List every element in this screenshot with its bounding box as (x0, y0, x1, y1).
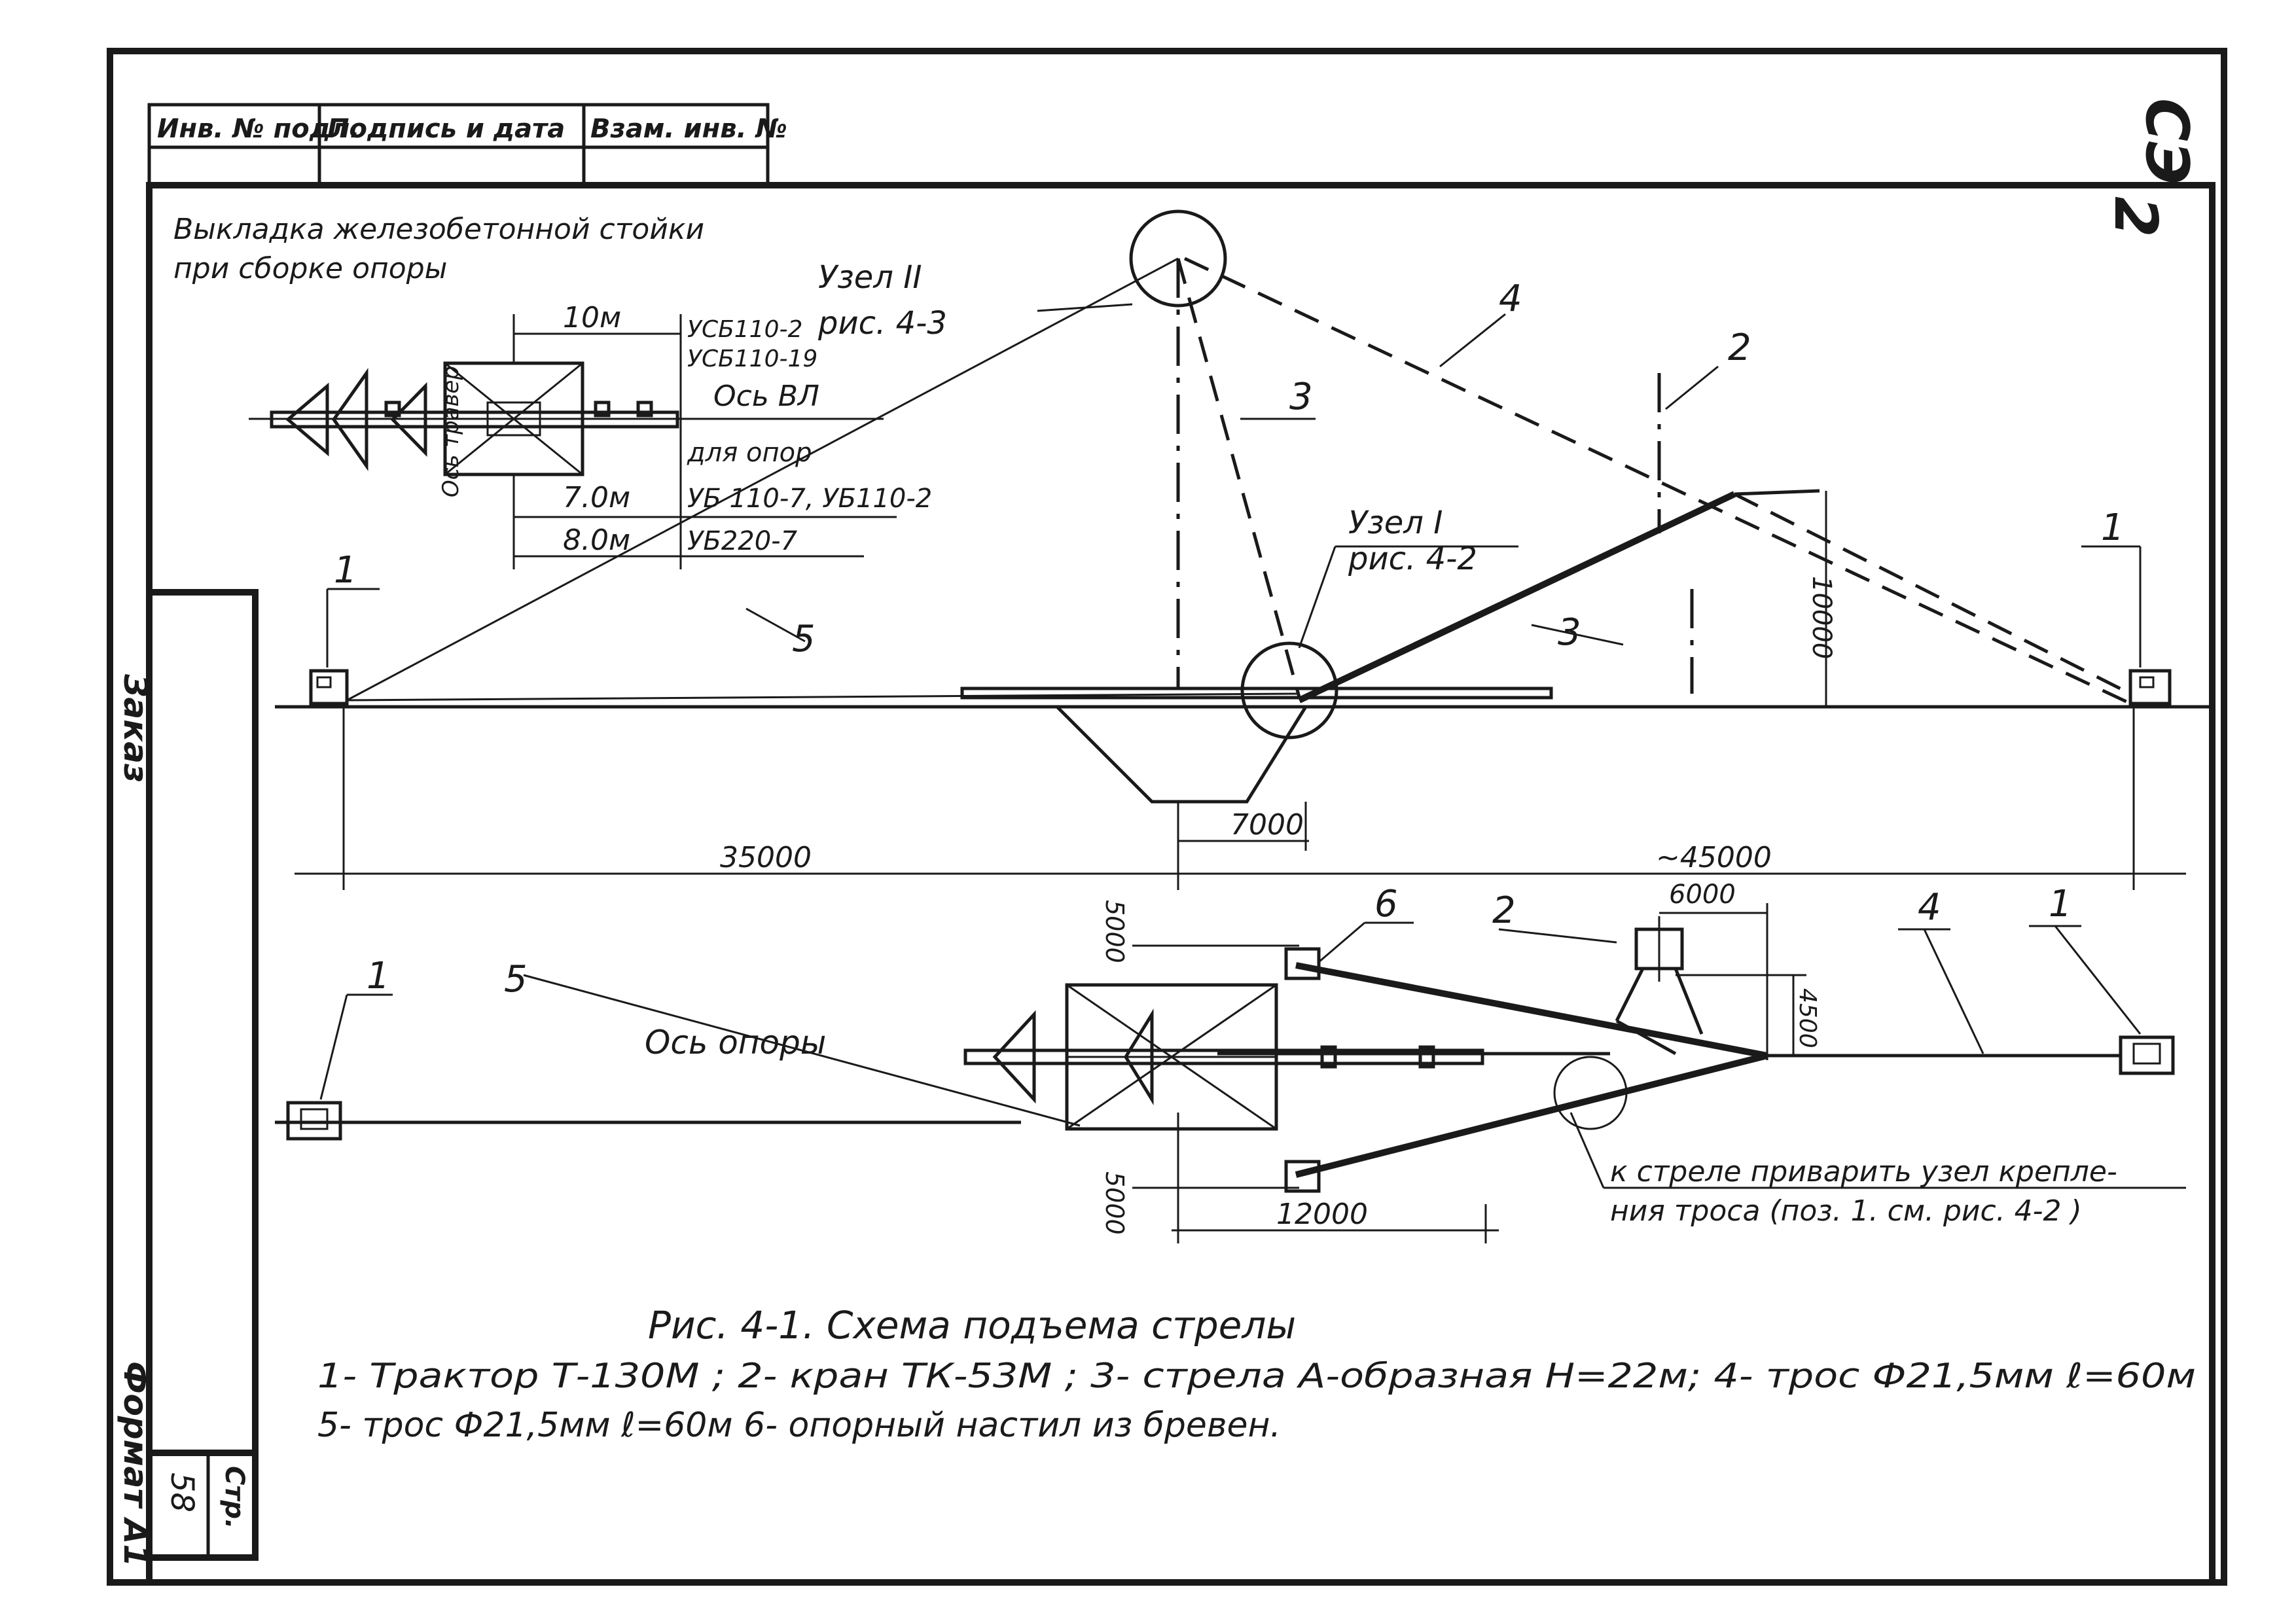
title-block: Инв. № подл. Подпись и дата Взам. инв. № (147, 103, 787, 187)
left-strip: Заказ Формат А1 Стр. 58 (117, 589, 259, 1567)
inset-pole-layout: Выкладка железобетонной стойки при сборк… (173, 213, 932, 569)
plan-label-1a: 1 (367, 955, 390, 997)
plan-dim-12000: 12000 (1276, 1198, 1368, 1231)
elev-label-5: 5 (792, 618, 816, 660)
elev-node1-ref: рис. 4-2 (1348, 541, 1477, 577)
left-strip-label-top: Заказ (117, 673, 154, 783)
legend-line2: 5- трос Ф21,5мм ℓ=60м 6- опорный настил … (317, 1406, 1281, 1445)
inset-title-line1: Выкладка железобетонной стойки (173, 213, 704, 246)
inset-for-supports: для опор (687, 438, 812, 468)
plan-dim-5000b: 5000 (1100, 1171, 1129, 1235)
plan-label-5: 5 (504, 958, 528, 1001)
elev-dim-7000: 7000 (1230, 808, 1304, 842)
elev-label-2: 2 (1728, 327, 1751, 369)
elev-node2: Узел II (818, 259, 922, 296)
plan-note-line2: ния троса (поз. 1. см. рис. 4-2 ) (1610, 1194, 2082, 1228)
elev-dim-45000: ~45000 (1656, 841, 1772, 874)
node1-circle (1240, 641, 1338, 740)
plan-axis-support: Ось опоры (645, 1024, 826, 1061)
elev-dim-height: 10000 (1806, 576, 1837, 659)
plan-label-6: 6 (1374, 883, 1398, 925)
sheet-number: 58 (164, 1472, 200, 1512)
plan-label-2: 2 (1492, 889, 1516, 932)
elev-node1: Узел I (1348, 505, 1443, 541)
node2-circle (1129, 209, 1227, 308)
elev-label-3a: 3 (1289, 376, 1313, 418)
elev-label-4: 4 (1499, 277, 1522, 320)
inset-axis-vl: Ось ВЛ (713, 380, 819, 413)
legend-line1: 1- Трактор Т-130М ; 2- кран ТК-53М ; 3- … (317, 1357, 2196, 1396)
plan-label-1b: 1 (2049, 883, 2072, 925)
sheet-label: Стр. (219, 1466, 249, 1529)
figure-title: Рис. 4-1. Схема подъема стрелы (648, 1303, 1296, 1347)
title-block-col2: Подпись и дата (327, 114, 565, 144)
plan-label-4: 4 (1918, 886, 1941, 929)
plan-note-line1: к стреле приварить узел крепле- (1610, 1155, 2117, 1188)
inset-dim-8m: 8.0м (563, 524, 630, 557)
elev-label-1b: 1 (2101, 507, 2125, 549)
elevation-view: 10000 7000 35000 ~45000 Узел II рис. 4-3… (275, 209, 2212, 890)
caption: Рис. 4-1. Схема подъема стрелы 1- Тракто… (317, 1303, 2196, 1445)
inset-title-line2: при сборке опоры (173, 252, 447, 285)
title-block-col3: Взам. инв. № (590, 114, 787, 144)
plan-view: 5000 5000 12000 6000 4500 6 2 4 1 1 5 Ос… (275, 880, 2186, 1243)
page-number: 2 (2101, 196, 2170, 238)
inset-code2: УСБ110-19 (687, 346, 817, 372)
elev-dim-35000: 35000 (720, 841, 812, 874)
inset-code-8: УБ220-7 (687, 526, 798, 556)
elev-node2-ref: рис. 4-3 (817, 305, 947, 342)
elev-label-1a: 1 (334, 549, 357, 592)
title-block-col1: Инв. № подл. (157, 114, 360, 144)
inset-axis-traverse: Ось травер. (438, 359, 464, 497)
plan-dim-4500: 4500 (1794, 988, 1821, 1048)
corner-stamp: СЭ (2132, 98, 2201, 185)
left-strip-label-bottom: Формат А1 (117, 1361, 154, 1567)
inset-code-7: УБ 110-7, УБ110-2 (687, 484, 932, 514)
inset-dim-7m: 7.0м (563, 481, 630, 514)
inset-dim-10m: 10м (563, 301, 621, 334)
plan-dim-6000: 6000 (1669, 880, 1736, 910)
inset-code1: УСБ110-2 (687, 316, 802, 343)
plan-dim-5000a: 5000 (1100, 900, 1129, 963)
elev-label-3b: 3 (1558, 611, 1581, 654)
